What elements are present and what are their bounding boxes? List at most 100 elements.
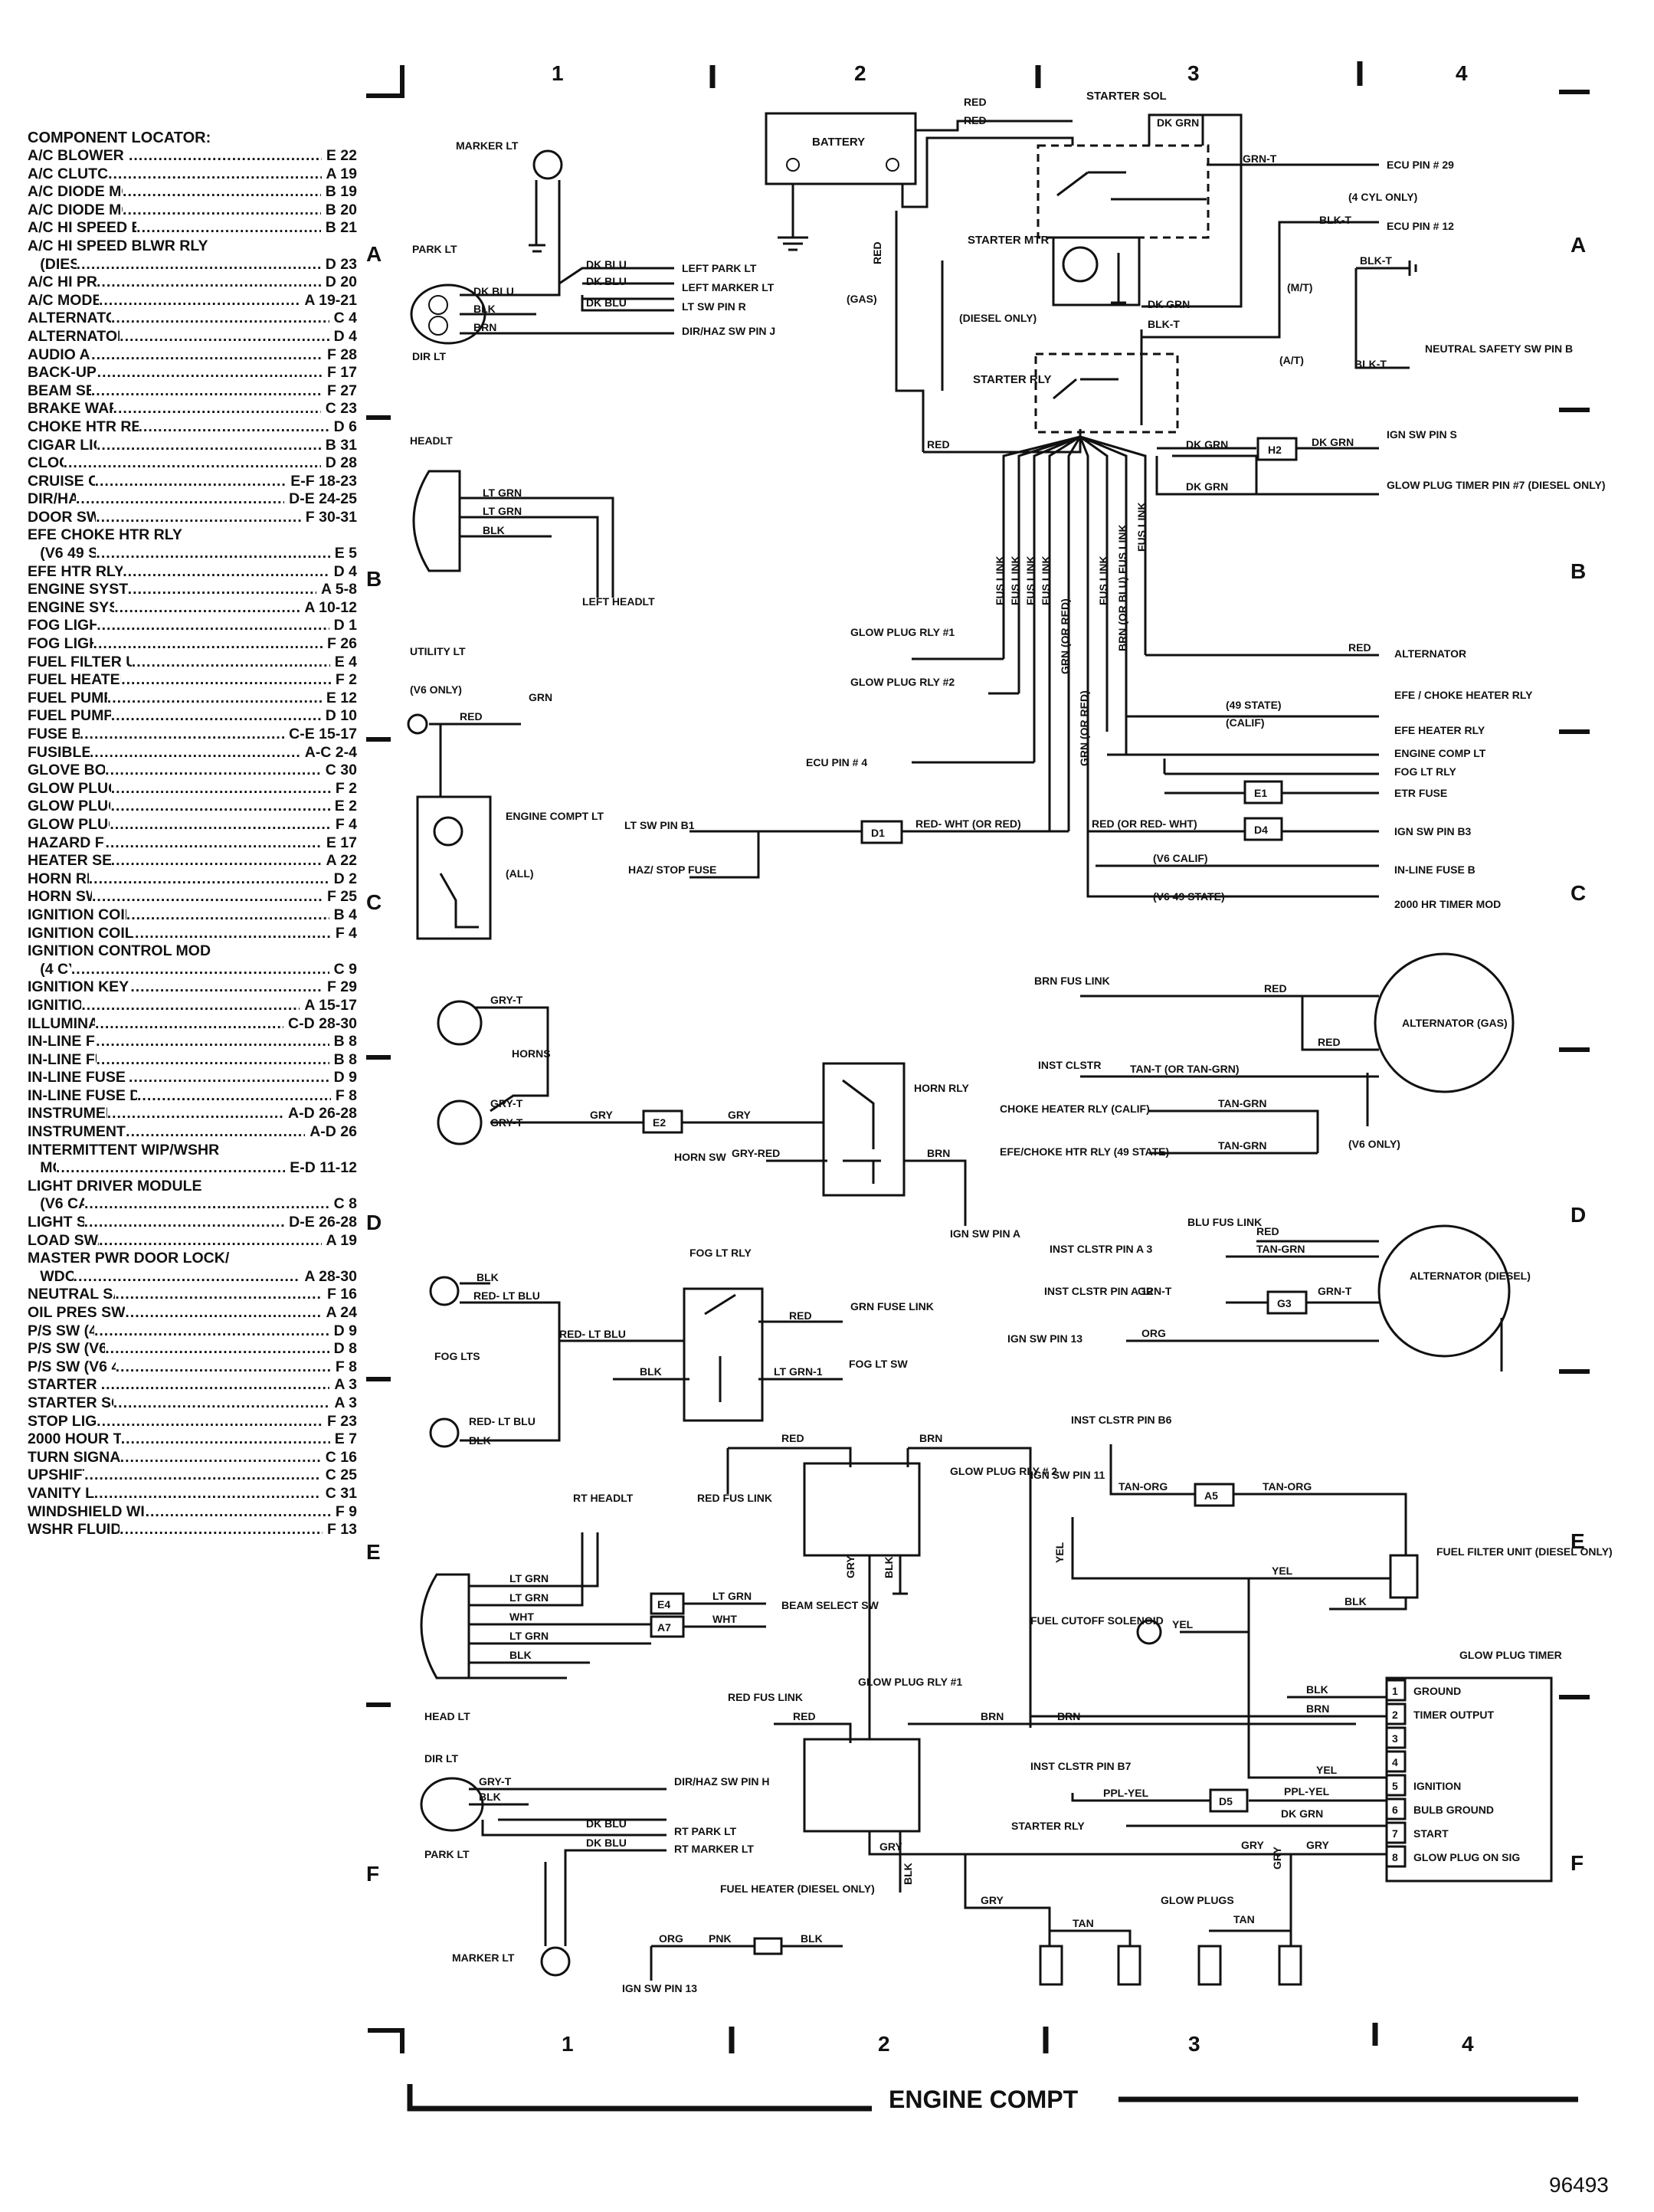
choke-heater-calif-label: CHOKE HEATER RLY (CALIF) — [1000, 1103, 1150, 1115]
etr-fuse-label: ETR FUSE — [1394, 787, 1447, 799]
locator-item-ref: A 22 — [326, 852, 357, 870]
locator-item: P/S SW (V6 CALIF)D 8 — [28, 1340, 357, 1358]
locator-item-name: FOG LIGHT RLY — [28, 617, 97, 634]
locator-item-name: IGNITION CONTROL MOD — [28, 942, 211, 960]
locator-item-name: LOAD SWAP RLY — [28, 1231, 99, 1249]
wire-label-red-10: RED — [1318, 1036, 1341, 1048]
locator-item: VANITY LIGHTSC 31 — [28, 1485, 357, 1503]
locator-item-ref: E-F 18-23 — [290, 472, 357, 490]
locator-item-ref: F 29 — [326, 978, 357, 996]
locator-item: CRUISE CONTROLE-F 18-23 — [28, 473, 357, 491]
locator-item: UPSHIFT SWC 25 — [28, 1466, 357, 1485]
glow-plug-4 — [1278, 1945, 1302, 1986]
grid-col-4-top: 4 — [1456, 61, 1468, 85]
glow-plug-rly2-left-label: GLOW PLUG RLY #2 — [850, 676, 955, 688]
locator-item-ref: A-D 26 — [310, 1123, 357, 1141]
four-cyl-only-label: (4 CYL ONLY) — [1348, 191, 1417, 203]
wire-label-dk-grn-1: DK GRN — [1157, 116, 1199, 129]
wire-label-tan-grn-2: TAN-GRN — [1218, 1139, 1267, 1152]
brn-fus-link-label: BRN FUS LINK — [1034, 975, 1110, 987]
locator-item: A/C DIODE MODULE 3 + 4B 20 — [28, 202, 357, 220]
component-locator: COMPONENT LOCATOR: A/C BLOWER MTR (DIESE… — [28, 129, 357, 1539]
locator-item-name: BRAKE WARNING SW — [28, 400, 113, 418]
timer-pin-label: START — [1413, 1827, 1449, 1840]
fog-lt-rly-box — [683, 1287, 764, 1422]
wire-label-dk-grn-4: DK GRN — [1312, 436, 1354, 448]
glow-plug-2 — [1117, 1945, 1141, 1986]
left-park-lt-label: LEFT PARK LT — [682, 262, 757, 274]
locator-item-ref: D 2 — [333, 870, 357, 887]
timer-pin-box — [1385, 1726, 1407, 1749]
timer-pin-number: 6 — [1392, 1804, 1398, 1816]
grid-col-4-bottom: 4 — [1462, 2032, 1474, 2056]
locator-item-name: DIR/HAZ SW — [28, 490, 76, 508]
locator-item-ref: F 4 — [335, 924, 357, 942]
neutral-safety-label: NEUTRAL SAFETY SW PIN B — [1425, 342, 1573, 355]
timer-pin-box — [1385, 1750, 1407, 1773]
wire-label-blk-12: BLK — [1306, 1683, 1328, 1696]
wire-label-tan-org-1: TAN-ORG — [1118, 1480, 1168, 1493]
wire-label-pnk: PNK — [709, 1932, 732, 1945]
locator-item-name: EFE CHOKE HTR RLY — [28, 526, 182, 544]
grid-row-d-right: D — [1570, 1203, 1587, 1227]
wire-label-blk-t-3: BLK-T — [1354, 358, 1387, 370]
left-headlt-label: LEFT HEADLT — [582, 595, 655, 608]
wire-label-blk-11: BLK — [1344, 1595, 1367, 1607]
locator-item-ref: A 5-8 — [321, 581, 357, 598]
wire-label-tan-1: TAN — [1073, 1917, 1094, 1929]
locator-item-ref: C 25 — [325, 1466, 357, 1484]
locator-item: A/C HI PRES SWD 20 — [28, 274, 357, 292]
wire-label-dk-grn-6: DK GRN — [1281, 1807, 1323, 1820]
wire-label-lt-grn-3: LT GRN — [509, 1572, 549, 1584]
locator-item: IN-LINE FUSE D (V6 49 STATE)F 8 — [28, 1087, 357, 1106]
wire-label-red-7: RED — [781, 1432, 804, 1444]
locator-item-name: AUDIO ALARM — [28, 346, 91, 363]
grn-or-red-1: GRN (OR RED) — [1059, 598, 1071, 674]
wire-label-blk-t-2: BLK-T — [1360, 254, 1392, 267]
locator-item: IGNITION KEY WARNING SWF 29 — [28, 978, 357, 997]
locator-item: AUDIO ALARMF 28 — [28, 346, 357, 365]
wire-label-gry-3: GRY — [844, 1555, 856, 1578]
locator-item: WINDSHIELD WIP/WSHR SW STD.F 9 — [28, 1503, 357, 1522]
engine-comp-lt-label: ENGINE COMP LT — [1394, 747, 1486, 759]
locator-item-name: CLOCK — [28, 454, 64, 472]
locator-item: CLOCKD 28 — [28, 454, 357, 473]
grid-row-d-left: D — [366, 1211, 382, 1234]
locator-item-ref: D 6 — [333, 418, 357, 435]
starter-sol-box — [1037, 144, 1210, 239]
wire-label-gry-red: GRY-RED — [732, 1147, 780, 1159]
fuel-heater-section: FUEL HEATER (DIESEL ONLY) ORG PNK BLK IG… — [622, 1883, 875, 1994]
locator-item-name: FUEL PUMP (V6 CYL) — [28, 707, 111, 725]
locator-item: (DIESEL)D 23 — [28, 256, 357, 274]
wire-label-dk-blu-2: DK BLU — [586, 258, 627, 270]
locator-item-ref: E 5 — [334, 545, 357, 562]
park-lt-label-2: PARK LT — [424, 1848, 470, 1860]
locator-item-ref: D 23 — [325, 255, 357, 273]
grid-col-1-top: 1 — [552, 61, 564, 85]
locator-item-name: GLOVE BOX LIGHT — [28, 762, 106, 779]
locator-item: MODE-D 11-12 — [28, 1159, 357, 1178]
locator-item: GLOW PLUG RLY #1F 2 — [28, 780, 357, 798]
locator-item-name: OIL PRES SW OR SENDER — [28, 1304, 126, 1321]
locator-item-ref: F 26 — [326, 635, 357, 653]
horn-1 — [437, 1000, 483, 1046]
locator-item-ref: C 31 — [325, 1484, 357, 1502]
locator-item: HORN RELAYD 2 — [28, 870, 357, 889]
connector-d4-label: D4 — [1254, 824, 1268, 836]
grn-fus-link-label: GRN — [529, 691, 552, 703]
locator-item-name: BACK-UP LT SW — [28, 364, 97, 382]
grid-row-b-right: B — [1570, 559, 1587, 583]
inst-clstr-pin-b7-label: INST CLSTR PIN B7 — [1030, 1760, 1132, 1772]
inst-clstr-label: INST CLSTR — [1038, 1059, 1101, 1071]
wire-label-wht-1: WHT — [509, 1611, 534, 1623]
ecu-pin-12-label: ECU PIN # 12 — [1387, 220, 1454, 232]
wire-label-lt-grn-1: LT GRN — [483, 487, 522, 499]
locator-item: A/C MODE SEL SWA 19-21 — [28, 292, 357, 310]
locator-item-ref: E 4 — [334, 653, 357, 670]
glow-plug-rly1-left-label: GLOW PLUG RLY #1 — [850, 626, 955, 638]
locator-item: INSTRUMENT CLUSTERA-D 26-28 — [28, 1105, 357, 1123]
locator-item-ref: A 19-21 — [304, 291, 357, 309]
grid-row-a-right: A — [1570, 233, 1587, 257]
wire-label-ppl-yel-2: PPL-YEL — [1284, 1785, 1330, 1797]
wire-label-lt-grn-5: LT GRN — [509, 1630, 549, 1642]
